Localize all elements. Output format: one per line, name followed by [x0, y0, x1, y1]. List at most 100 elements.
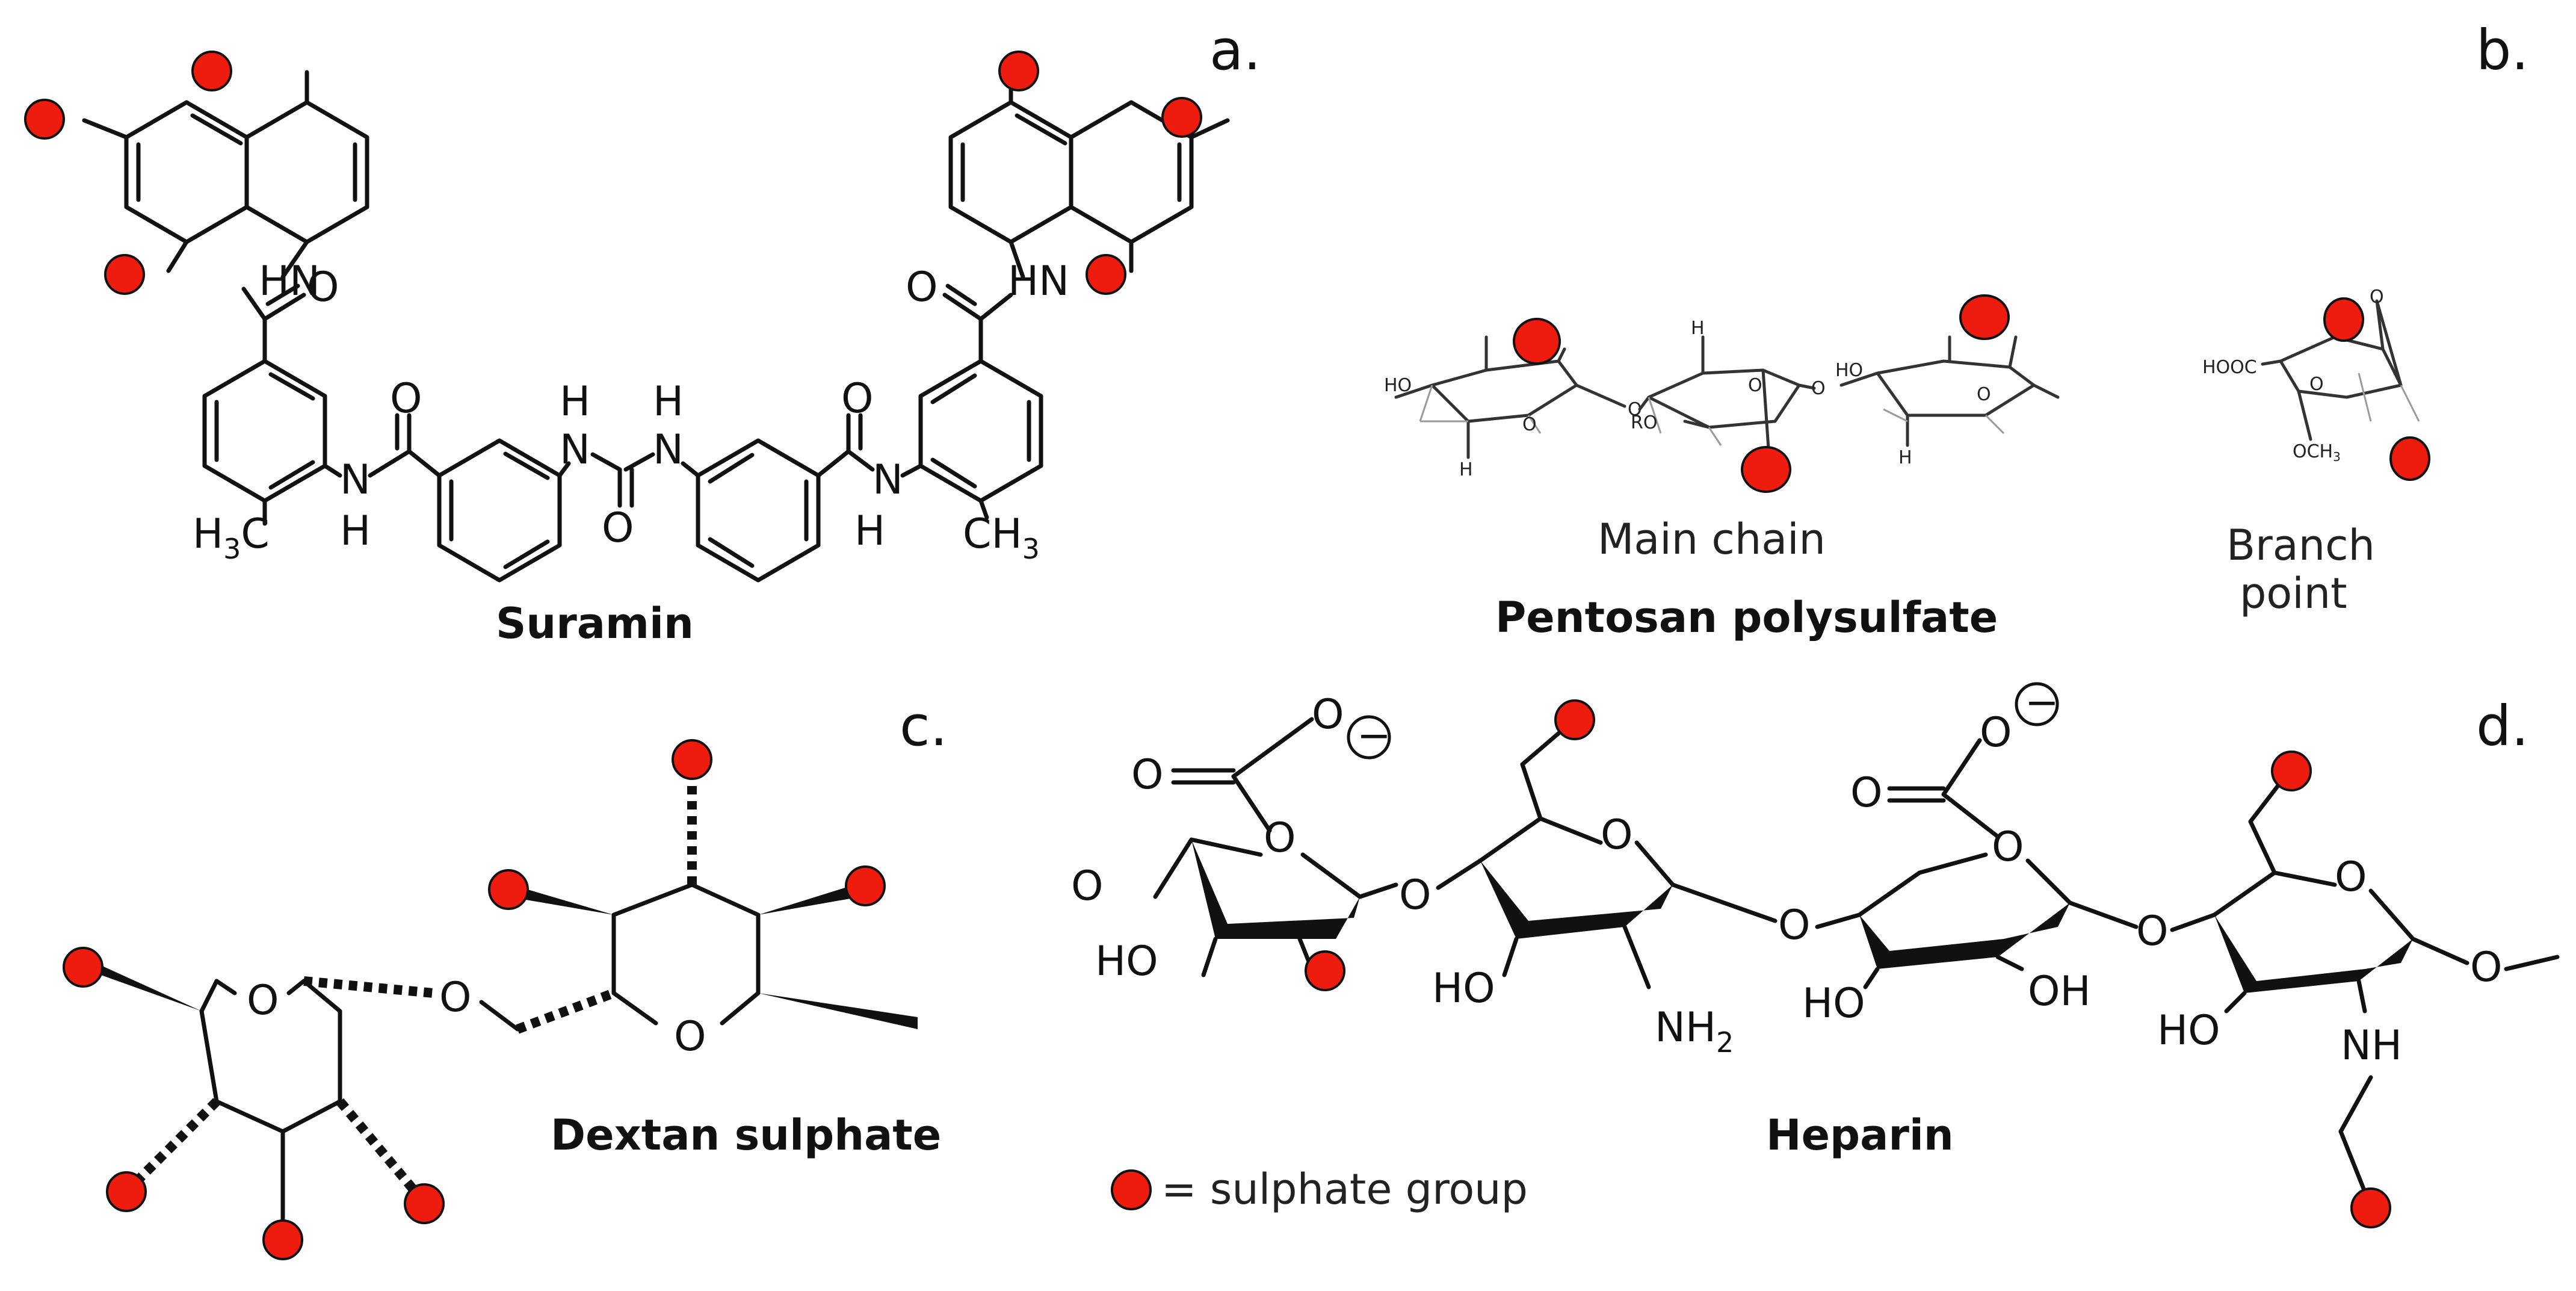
- left-hn-label: HN: [259, 258, 320, 305]
- legend-sulphate-dot: [1111, 1169, 1152, 1210]
- sulphate-dot: [2389, 436, 2430, 481]
- sulphate-dot: [998, 51, 1039, 91]
- dextran-link-o: O: [439, 974, 472, 1021]
- branch-point-structure: HOOC O O OCH3: [2202, 286, 2430, 481]
- ho-label-3: HO: [1835, 360, 1863, 381]
- pentosan-sulphate-groups: [1513, 294, 2010, 493]
- urea-nh-right-h: H: [653, 378, 684, 426]
- suramin-sulphate-groups: [24, 51, 1202, 295]
- legend-text: = sulphate group: [1161, 1165, 1528, 1214]
- left-carbonyl-o: O: [307, 264, 339, 311]
- heparin-ring-o-2: O: [1601, 811, 1633, 859]
- right-naphthalene: [948, 70, 1230, 279]
- urea-o: O: [602, 504, 634, 552]
- right-benzene: [918, 359, 1043, 503]
- branch-label-line-1: Branch: [2226, 521, 2375, 570]
- left-nh-h: H: [340, 507, 371, 555]
- right-carbonyl-o: O: [906, 264, 938, 311]
- ro-label: RO: [1631, 412, 1657, 433]
- carboxylate-o-top-2: O: [1850, 769, 1883, 817]
- negative-charge-2: −: [2015, 679, 2059, 726]
- panel-label-a: a.: [1209, 18, 1261, 82]
- main-chain-label: Main chain: [1598, 515, 1826, 564]
- heparin-caption: Heparin: [1766, 1110, 1954, 1160]
- branch-label-line-2: point: [2240, 569, 2347, 618]
- sulphate-dot: [106, 1171, 147, 1212]
- carboxylate-o-minus-1: O: [1312, 691, 1344, 738]
- carboxylate-o-top-1: O: [1131, 751, 1164, 799]
- sulphate-dot: [262, 1219, 303, 1260]
- heparin-structure: O − O O O HO O O HO NH2 O O: [1071, 679, 2560, 1194]
- sulphate-dot: [63, 947, 103, 988]
- negative-charge-1: −: [1347, 712, 1391, 760]
- left-methyl-label: H3C: [193, 510, 270, 565]
- sulphate-dot: [1959, 294, 2010, 340]
- sulphate-dot: [404, 1183, 445, 1224]
- sulphate-dot: [1513, 318, 1561, 365]
- sulphate-dot: [1554, 699, 1595, 740]
- left-nh-n: N: [340, 456, 371, 504]
- right-methyl-label: CH3: [963, 510, 1040, 565]
- sulphate-dot: [1305, 950, 1345, 991]
- heparin-link-o-3: O: [2136, 908, 2169, 955]
- heparin-link-o-2: O: [1778, 902, 1811, 949]
- right-nh-h: H: [854, 507, 885, 555]
- sulphate-dot: [1161, 97, 1202, 138]
- heparin-ho-1: HO: [1095, 938, 1158, 985]
- heparin-sulphate-groups: [1305, 699, 2391, 1228]
- svg-text:−: −: [2025, 679, 2059, 726]
- heparin-ho-3: HO: [1802, 980, 1865, 1027]
- dextran-ring-o-left: O: [247, 977, 279, 1024]
- sulphate-dot: [104, 254, 145, 295]
- sulphate-dot: [1741, 446, 1791, 493]
- h-label-2: H: [1691, 318, 1705, 339]
- carboxylate-o-minus-2: O: [1980, 709, 2012, 757]
- h-label-3: H: [1898, 447, 1912, 468]
- heparin-ring-o-1a: O: [1264, 814, 1296, 862]
- right-nh-n: N: [873, 456, 903, 504]
- heparin-o-left: O: [1071, 862, 1104, 910]
- h-label-1: H: [1459, 459, 1473, 480]
- heparin-ho-2: HO: [1432, 965, 1495, 1012]
- hooc-label: HOOC: [2202, 357, 2257, 378]
- sulphate-dot: [24, 99, 65, 140]
- panel-label-b: b.: [2476, 18, 2529, 82]
- ring-o-1: O: [1522, 414, 1537, 435]
- dextran-sulphate-structure: O O O: [84, 776, 918, 1224]
- link-o-1: O: [1628, 399, 1642, 420]
- panel-label-d: d.: [2476, 694, 2529, 758]
- sulphate-dot: [2350, 1187, 2391, 1228]
- center-right-benzene: [696, 438, 821, 583]
- heparin-ring-o-3a: O: [1992, 823, 2024, 871]
- ring-o-2: O: [1748, 375, 1762, 396]
- amide-o-2: O: [390, 375, 422, 423]
- sulphate-dot: [2271, 751, 2312, 791]
- pentosan-main-chain-structure: HO O H O H RO O O HO O H: [1384, 318, 2060, 480]
- dextran-sulphate-groups: [63, 739, 886, 1260]
- dextran-ring-o-right: O: [674, 1013, 706, 1060]
- urea-nh-left-h: H: [560, 378, 590, 426]
- legend: = sulphate group: [1111, 1165, 1528, 1214]
- left-benzene: [202, 359, 327, 503]
- sulphate-dot: [488, 869, 529, 910]
- center-left-benzene: [437, 438, 562, 583]
- urea-nh-right-n: N: [653, 426, 684, 474]
- branch-ring-o: O: [2309, 374, 2324, 395]
- sulphate-dot: [672, 739, 712, 780]
- heparin-nh: NH: [2341, 1022, 2402, 1070]
- panel-label-c: c.: [900, 694, 948, 758]
- sulphate-dot: [191, 51, 232, 91]
- heparin-ho-4: HO: [2157, 1007, 2220, 1054]
- sulphate-dot: [1086, 254, 1126, 295]
- branch-top-o: O: [2370, 286, 2384, 308]
- amide-o-3: O: [841, 375, 874, 423]
- heparin-terminal-o: O: [2470, 944, 2503, 991]
- heparin-nh2: NH2: [1655, 1004, 1734, 1059]
- ho-label-1: HO: [1384, 375, 1412, 396]
- heparin-ring-o-4: O: [2335, 853, 2367, 901]
- urea-nh-left-n: N: [560, 426, 590, 474]
- ring-o-3: O: [1977, 384, 1991, 405]
- sulphate-dot: [2323, 297, 2364, 342]
- suramin-caption: Suramin: [496, 599, 694, 648]
